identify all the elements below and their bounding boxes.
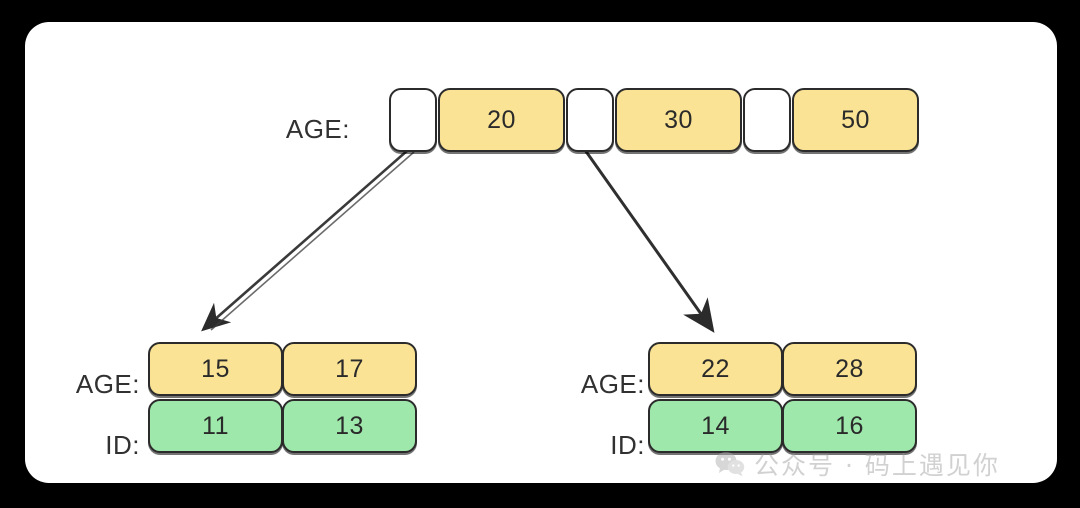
left-leaf-id-label: ID: [105,430,140,460]
left-leaf-id-cell-1[interactable]: 11 [148,399,283,453]
left-leaf-age-label: AGE: [75,369,140,399]
left-leaf-age-cell-1[interactable]: 15 [148,342,283,396]
diagram-card: AGE: 20 30 50 AGE: ID: 15 17 11 13 AGE: … [25,22,1057,483]
right-leaf-age-label: AGE: [580,369,645,399]
watermark-text: 公众号 · 码上遇见你 [754,451,1000,480]
right-leaf-age-cell-2[interactable]: 28 [782,342,917,396]
root-pointer-cell-3[interactable] [743,88,791,152]
root-key-cell-50[interactable]: 50 [792,88,919,152]
right-leaf-id-cell-2[interactable]: 16 [782,399,917,453]
root-key-cell-20[interactable]: 20 [438,88,565,152]
root-key-cell-30[interactable]: 30 [615,88,742,152]
arrow-root-to-right-leaf [583,149,715,333]
right-leaf-age-cell-1[interactable]: 22 [648,342,783,396]
root-age-label: AGE: [285,114,350,144]
root-pointer-cell-2[interactable] [566,88,614,152]
root-pointer-cell-1[interactable] [389,88,437,152]
right-leaf-id-cell-1[interactable]: 14 [648,399,783,453]
wechat-icon [715,451,745,477]
arrow-root-to-left-leaf [201,149,415,332]
right-leaf-id-label: ID: [610,430,645,460]
watermark: 公众号 · 码上遇见你 [715,446,1000,482]
left-leaf-age-cell-2[interactable]: 17 [282,342,417,396]
left-leaf-id-cell-2[interactable]: 13 [282,399,417,453]
